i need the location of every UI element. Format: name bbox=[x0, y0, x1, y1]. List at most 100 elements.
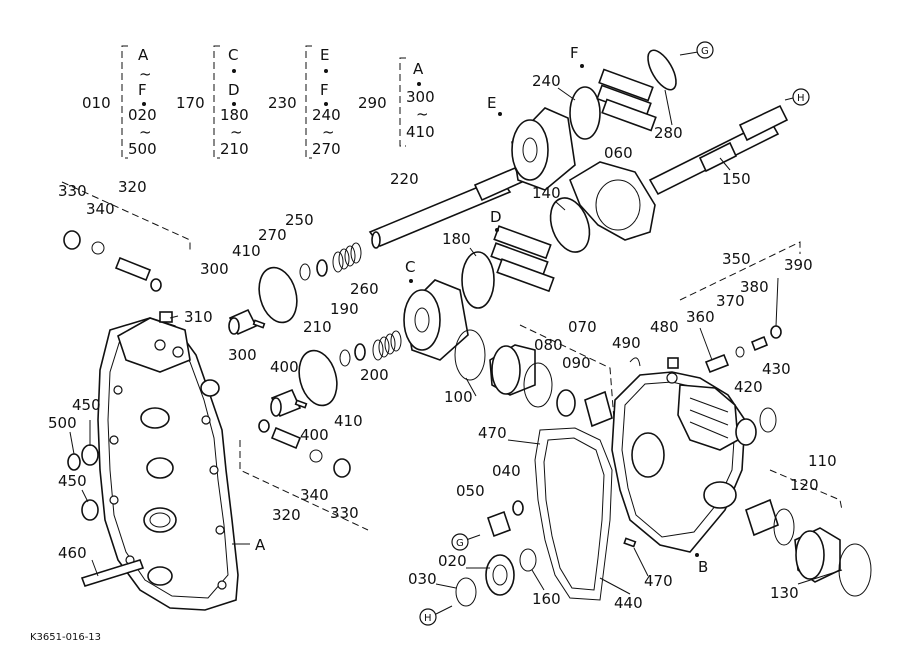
piston bbox=[493, 225, 552, 260]
kit-range-from: E bbox=[320, 46, 329, 64]
bearing-small bbox=[556, 389, 576, 417]
part-callout-400: 400 bbox=[300, 426, 329, 444]
leader-line bbox=[91, 559, 99, 577]
separator-dot bbox=[232, 69, 236, 73]
kit-part-to: 410 bbox=[406, 123, 435, 141]
part-callout-210: 210 bbox=[303, 318, 332, 336]
leader-dot bbox=[695, 553, 699, 557]
seal-500 bbox=[67, 453, 81, 471]
leader-line bbox=[507, 439, 541, 445]
bushing-end bbox=[270, 397, 282, 417]
part-callout-050: 050 bbox=[456, 482, 485, 500]
side-port bbox=[200, 379, 220, 397]
leader-line bbox=[469, 247, 477, 257]
valve-plate-240 bbox=[569, 86, 601, 140]
housing-body bbox=[569, 161, 656, 241]
pin-400-upper bbox=[252, 319, 266, 329]
part-callout-330: 330 bbox=[58, 182, 87, 200]
kit-range-from: A bbox=[413, 60, 424, 78]
kit-group-code: 010 bbox=[82, 94, 111, 112]
part-callout-420: 420 bbox=[734, 378, 763, 396]
arrow-line bbox=[435, 605, 453, 615]
cylinder-block-e bbox=[511, 107, 576, 191]
snap-ring-430 bbox=[759, 407, 777, 433]
bolt-hole bbox=[113, 385, 123, 395]
part-callout-310: 310 bbox=[184, 308, 213, 326]
housing-bore bbox=[147, 566, 173, 586]
marker-circle bbox=[419, 608, 437, 626]
valve-bracket bbox=[61, 181, 191, 250]
leader-line bbox=[775, 277, 779, 327]
leader-line bbox=[531, 569, 545, 591]
leader-dot bbox=[495, 228, 499, 232]
spring-coil bbox=[390, 330, 402, 352]
bracket-110 bbox=[769, 469, 843, 511]
range-tilde: ~ bbox=[139, 123, 152, 141]
part-callout-020: 020 bbox=[438, 552, 467, 570]
o-ring bbox=[735, 346, 745, 358]
marker-circle bbox=[792, 88, 810, 106]
part-callout-340: 340 bbox=[300, 486, 329, 504]
plug-480 bbox=[667, 357, 679, 369]
bolt-hole bbox=[209, 465, 219, 475]
flow-marker-g-left: G bbox=[451, 533, 481, 551]
sub-assembly-letter-d: D bbox=[490, 208, 502, 226]
separator-dot bbox=[417, 82, 421, 86]
sub-assembly-letter-f: F bbox=[570, 44, 579, 62]
part-callout-390: 390 bbox=[784, 256, 813, 274]
spring-200 bbox=[372, 330, 402, 361]
kit-group-code: 230 bbox=[268, 94, 297, 112]
spring-380 bbox=[750, 335, 769, 352]
sleeve-set-110 bbox=[745, 469, 872, 597]
leader-lines bbox=[69, 87, 843, 595]
flow-marker-h-top: H bbox=[784, 88, 810, 106]
part-callout-410: 410 bbox=[232, 242, 261, 260]
snap-ring-160 bbox=[519, 548, 537, 572]
part-callout-220: 220 bbox=[390, 170, 419, 188]
leader-line bbox=[169, 315, 179, 319]
front-cover-housing bbox=[97, 317, 239, 611]
separator-dot bbox=[324, 102, 328, 106]
kit-group-code: 170 bbox=[176, 94, 205, 112]
part-callout-160: 160 bbox=[532, 590, 561, 608]
kit-part-to: 270 bbox=[312, 140, 341, 158]
part-callout-250: 250 bbox=[285, 211, 314, 229]
kit-range-from: C bbox=[228, 46, 238, 64]
sub-assembly-letter-e: E bbox=[487, 94, 496, 112]
housing-bore-inner bbox=[149, 512, 171, 528]
kit-part-from: 020 bbox=[128, 106, 157, 124]
part-callout-470: 470 bbox=[644, 572, 673, 590]
housing-bore bbox=[143, 507, 177, 533]
part-callout-130: 130 bbox=[770, 584, 799, 602]
rib bbox=[689, 409, 729, 426]
gasket-470 bbox=[534, 427, 613, 601]
transmission-case bbox=[611, 371, 746, 553]
leader-dot bbox=[409, 279, 413, 283]
part-callout-150: 150 bbox=[722, 170, 751, 188]
leader-line bbox=[719, 157, 731, 171]
sub-assembly-letter-b: B bbox=[698, 558, 708, 576]
part-callout-450: 450 bbox=[58, 472, 87, 490]
shaft-spline bbox=[738, 104, 789, 142]
arrow-line bbox=[679, 51, 699, 56]
separator-dot bbox=[324, 69, 328, 73]
leader-line bbox=[557, 87, 576, 101]
leader-dot bbox=[580, 64, 584, 68]
bearing-420 bbox=[735, 418, 757, 446]
case-bore bbox=[703, 481, 737, 509]
bearing-inner bbox=[492, 564, 508, 586]
part-callout-470: 470 bbox=[478, 424, 507, 442]
cylinder-block-c bbox=[403, 279, 469, 361]
housing-bore bbox=[140, 407, 170, 429]
plate-140 bbox=[549, 197, 591, 253]
snap-ring-030 bbox=[455, 577, 477, 607]
part-callout-140: 140 bbox=[532, 184, 561, 202]
kit-group-legend: 010 A ~ F 020 ~ 500 170 C D 180 ~ 210 23… bbox=[82, 45, 435, 159]
bolt-hole bbox=[109, 435, 119, 445]
spring-coil bbox=[372, 339, 384, 361]
shaft-end bbox=[371, 231, 381, 249]
o-ring-340 bbox=[91, 241, 105, 255]
part-callout-100: 100 bbox=[444, 388, 473, 406]
bolt-hole bbox=[215, 525, 225, 535]
